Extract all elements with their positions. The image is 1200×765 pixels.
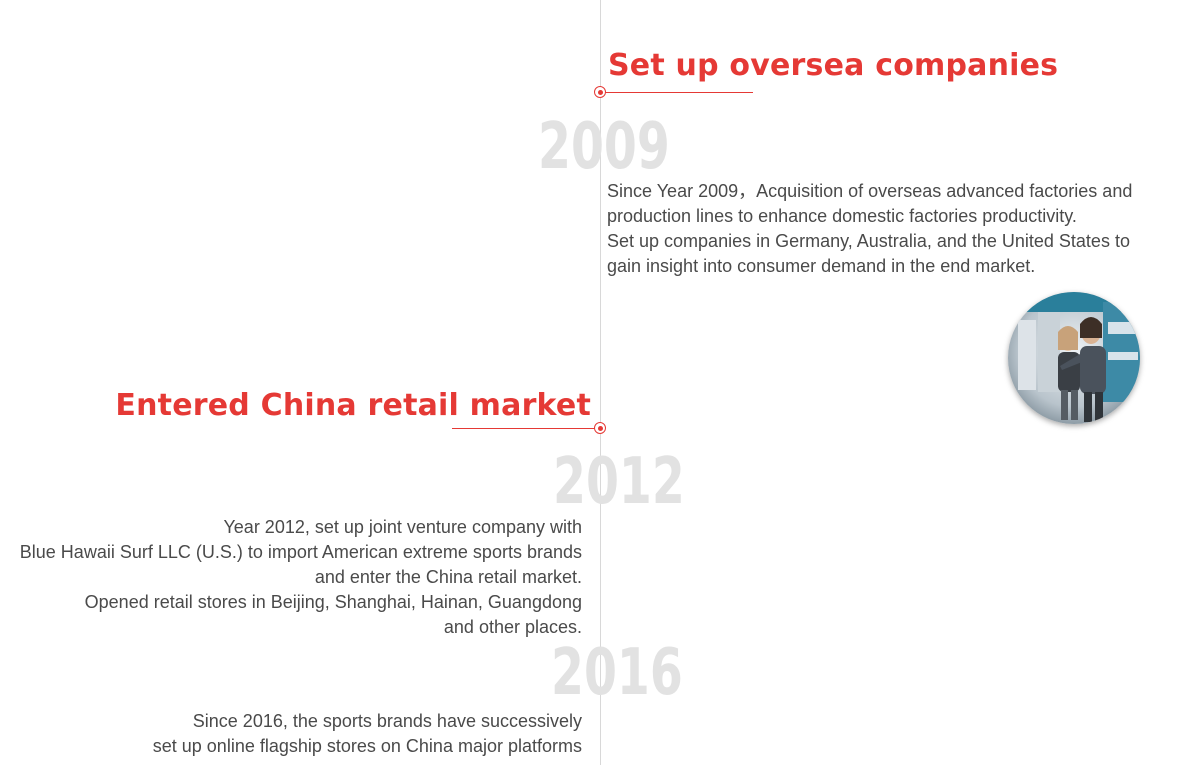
year-label-2012: 2012: [553, 445, 685, 519]
milestone-description-2016: Since 2016, the sports brands have succe…: [153, 709, 582, 759]
people-photo-image: [1008, 292, 1140, 424]
title-underline-2012: [452, 428, 600, 429]
description-line: Opened retail stores in Beijing, Shangha…: [84, 592, 582, 612]
milestone-description-2012: Year 2012, set up joint venture company …: [20, 515, 582, 640]
timeline-node-2009: [594, 86, 606, 98]
people-photo: [1008, 292, 1140, 424]
milestone-title-2012: Entered China retail market: [115, 388, 591, 423]
title-underline-2009: [601, 92, 753, 93]
description-line: gain insight into consumer demand in the…: [607, 256, 1036, 276]
timeline-node-2012: [594, 422, 606, 434]
description-line: production lines to enhance domestic fac…: [607, 206, 1077, 226]
timeline-axis: [600, 0, 601, 765]
description-line: set up online flagship stores on China m…: [152, 736, 582, 756]
description-line: Blue Hawaii Surf LLC (U.S.) to import Am…: [19, 542, 582, 562]
description-line: and enter the China retail market.: [314, 567, 582, 587]
description-line: Year 2012, set up joint venture company …: [223, 517, 582, 537]
description-line: Since 2016, the sports brands have succe…: [192, 711, 582, 731]
milestone-description-2009: Since Year 2009，Acquisition of overseas …: [607, 179, 1147, 279]
description-line: Since Year 2009，Acquisition of overseas …: [607, 181, 1133, 201]
milestone-title-2009: Set up oversea companies: [608, 48, 1059, 83]
year-label-2009: 2009: [538, 110, 670, 184]
year-label-2016: 2016: [551, 636, 683, 710]
description-line: and other places.: [443, 617, 582, 637]
description-line: Set up companies in Germany, Australia, …: [607, 231, 1130, 251]
